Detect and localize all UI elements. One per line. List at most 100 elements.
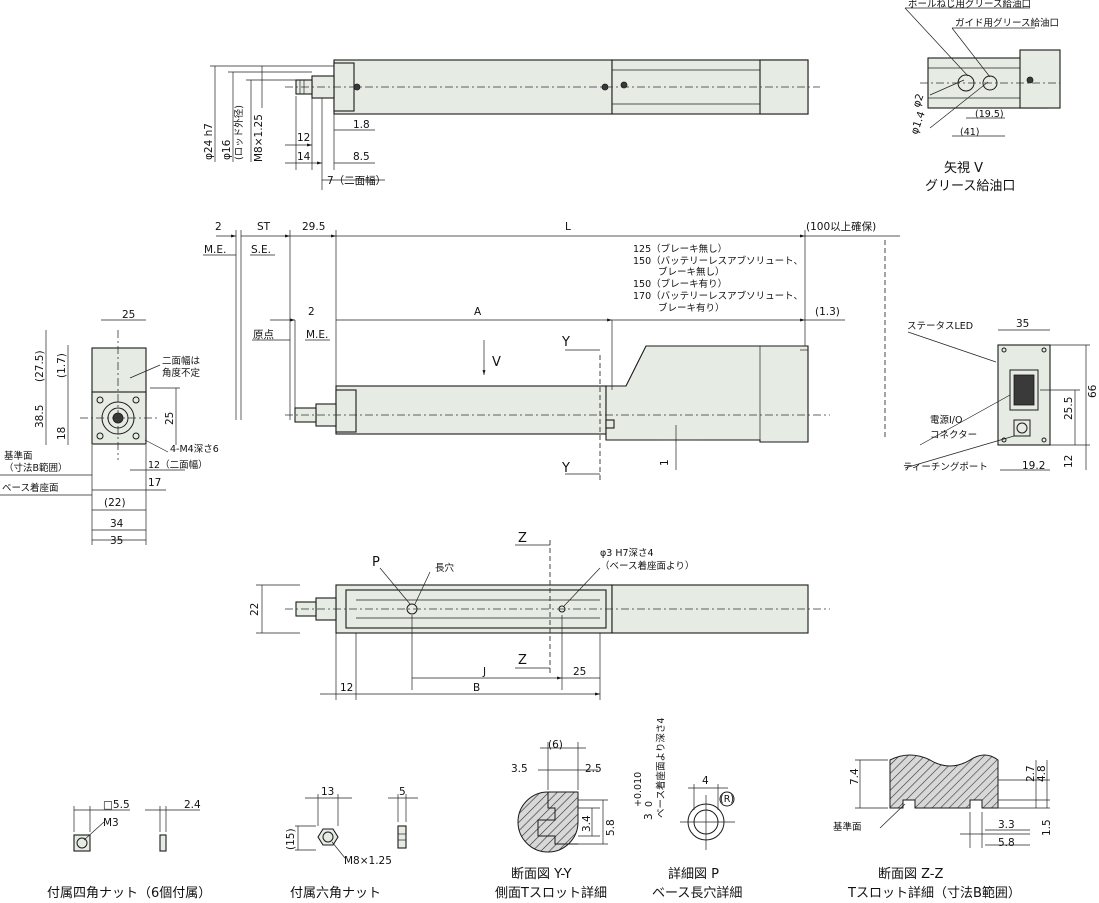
dim-m8: M8×1.25 [253,114,265,162]
dim-m3: M3 [103,817,119,829]
label-slot: 長穴 [435,562,455,574]
dim-2-7: 2.7 [1025,765,1037,782]
dim-1: 1 [659,459,671,466]
dim-2-5: 2.5 [585,763,602,775]
dim-1-5: 1.5 [1041,819,1053,836]
dim-8-5: 8.5 [353,151,370,163]
label-origin: 原点 [253,329,274,341]
dim-4: 4 [702,775,709,787]
dim-18: 18 [56,427,68,440]
dim-19-5: (19.5) [975,109,1004,120]
connector-view: ステータスLED 35 電源I/O コネクター ティーチングポート 19.2 2… [903,318,1099,473]
dim-5-8-yy: 5.8 [605,819,617,836]
dim-j: J [482,666,486,678]
dim-b: B [473,682,480,694]
note-m4: 4-M4深さ6 [170,444,219,455]
dim-3-5: 3.5 [511,763,528,775]
section-z-z: 7.4 2.7 4.8 基準面 3.3 1.5 5.8 断面図 Z-Z Tスロッ… [833,754,1053,901]
bottom-view: Z Z P 長穴 φ3 H7深さ4 （ベース着座面より） 22 12 J B 2… [249,531,830,700]
arrow-v-view: ボールねじ用グリース給油口 ガイド用グリース給油口 φ2 φ1.4 (19.5)… [904,0,1061,194]
detail-p: 3 +0.010 0 ベース着座面より深さ4 4 (R) 詳細図 P ベース長穴… [633,718,742,901]
note-150-abs: 150（バッテリーレスアブソリュート、 [633,255,803,267]
label-view-v: V [492,355,501,370]
dim-4-8: 4.8 [1036,765,1048,782]
hex-nut-detail: 13 5 (15) M8×1.25 付属六角ナット [285,786,418,901]
dim-2: 2 [215,221,222,233]
dim-5-8-zz: 5.8 [998,837,1015,849]
note-flat: 二面幅は [162,355,201,367]
note-170-abs: 170（バッテリーレスアブソリュート、 [633,290,803,302]
label-se: S.E. [251,244,271,256]
caption-yy-subtitle: 側面Tスロット詳細 [495,885,607,901]
note-170-abs-2: ブレーキ有り） [658,302,725,314]
dim-1-8: 1.8 [353,119,370,131]
dim-34: 34 [110,518,124,530]
dim-25-top: 25 [122,309,135,321]
label-ball-grease: ボールねじ用グリース給油口 [908,0,1031,10]
dim-r: (R) [720,794,734,805]
label-section-z-bottom: Z [518,653,527,668]
side-view: 2 ST 29.5 L (100以上確保) M.E. S.E. 原点 M.E. … [203,220,900,480]
caption-square-nut: 付属四角ナット（6個付属） [47,886,211,901]
dim-7-4: 7.4 [849,768,861,785]
top-view: φ24 h7 φ16 (ロッド外径) M8×1.25 12 14 1.8 8.5… [203,59,820,190]
section-y-y: (6) 3.5 2.5 3.4 5.8 断面図 Y-Y 側面Tスロット詳細 [495,739,617,901]
square-nut-detail: □5.5 M3 2.4 付属四角ナット（6個付属） [47,799,211,901]
label-section-y-bottom: Y [561,461,570,476]
dim-13: 13 [321,786,334,798]
dim-phi24: φ24 h7 [203,123,215,160]
dim-3-4: 3.4 [581,815,593,832]
dim-7-flat: 7（二面幅） [327,174,386,187]
dim-29-5: 29.5 [302,221,325,233]
dim-27-5: (27.5) [34,350,46,382]
dim-tol-plus: +0.010 [633,772,644,807]
dim-a: A [474,306,482,318]
dim-15: (15) [285,828,297,850]
arrow-v-subtitle: グリース給油口 [925,179,1015,194]
note-125: 125（ブレーキ無し） [633,243,727,255]
dim-rod-od: (ロッド外径) [233,105,245,160]
dim-2b: 2 [308,306,315,318]
dim-phi16: φ16 [221,139,233,160]
dim-sq5-5: □5.5 [103,799,130,811]
caption-zz-title: 断面図 Z-Z [878,867,944,882]
dim-phi2: φ2 [911,92,927,109]
dim-1-7: (1.7) [56,353,68,378]
dim-st: ST [257,221,271,233]
note-phi3: φ3 H7深さ4 [600,548,654,559]
label-me-2: M.E. [306,329,328,341]
label-guide-grease: ガイド用グリース給油口 [955,17,1059,29]
label-power-io: 電源I/O [930,415,962,426]
dim-35: 35 [110,535,123,547]
dim-3-3: 3.3 [998,819,1015,831]
dim-25-5: 25.5 [1063,397,1075,420]
label-section-y-top: Y [561,335,570,350]
dim-phi1-4: φ1.4 [909,109,928,136]
label-ref-face-2: （寸法B範囲） [4,462,68,474]
note-phi3-2: （ベース着座面より） [600,560,694,572]
dim-6: (6) [548,739,563,751]
caption-hex-nut: 付属六角ナット [290,886,381,901]
note-flat-2: 角度不定 [162,367,201,379]
dim-25-bottom: 25 [573,666,586,678]
dim-41: (41) [960,127,980,138]
dim-5: 5 [399,786,406,798]
label-me: M.E. [204,244,226,256]
caption-zz-subtitle: Tスロット詳細（寸法B範囲） [847,885,1021,901]
note-150-brake: 150（ブレーキ有り） [633,278,727,290]
end-view: 25 (27.5) (1.7) 38.5 18 25 二面幅は 角度不定 4-M… [0,309,219,547]
dim-22-bottom: 22 [249,603,261,616]
dim-l: L [565,221,571,233]
dim-100: (100以上確保) [806,220,876,233]
dim-tol-zero: 0 [644,801,655,807]
dim-12-conn: 12 [1063,455,1075,468]
label-connector: コネクター [930,430,977,441]
arrow-v-title: 矢視 V [944,161,983,176]
label-detail-p: P [372,555,380,570]
dim-38-5: 38.5 [34,405,46,428]
dim-22: (22) [104,497,126,509]
caption-p-title: 詳細図 P [668,866,719,882]
note-depth: ベース着座面より深さ4 [655,718,667,818]
label-section-z-top: Z [518,531,527,546]
